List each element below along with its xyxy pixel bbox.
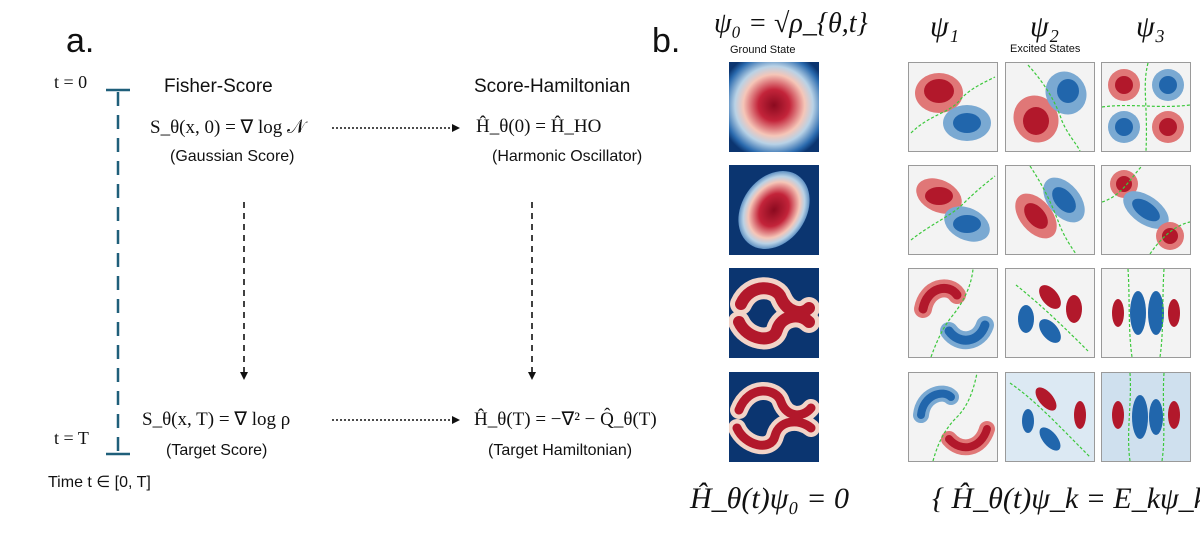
arrow-start-head (452, 124, 460, 132)
arrow-hamiltonian-head (528, 372, 536, 380)
panel-b-letter: b. (652, 22, 681, 60)
ground-state-tile-row1 (729, 62, 819, 152)
gaussian-score-caption: (Gaussian Score) (170, 148, 295, 165)
time-end-label: t = T (54, 428, 89, 448)
ground-state-tile-row2 (729, 165, 819, 255)
arrow-fisher-head (240, 372, 248, 380)
excited-tile-r4-psi2 (1005, 372, 1095, 462)
excited-states-sublabel: Excited States (1010, 43, 1081, 55)
ground-state-tile-row3 (729, 268, 819, 358)
excited-tile-r4-psi1 (908, 372, 998, 462)
excited-states-equation: { Ĥ_θ(t)ψ_k = E_kψ_k } (932, 482, 1200, 515)
excited-tile-r4-psi3 (1101, 372, 1191, 462)
target-score-equation: S_θ(x, T) = ∇ log ρ (142, 409, 291, 430)
target-hamiltonian-equation: Ĥ_θ(T) = −∇² − Q̂_θ(T) (474, 409, 657, 430)
harmonic-oscillator-caption: (Harmonic Oscillator) (492, 148, 643, 165)
score-hamiltonian-heading: Score-Hamiltonian (474, 76, 631, 97)
excited-tile-r2-psi2 (1005, 165, 1095, 255)
fisher-score-heading: Fisher-Score (164, 76, 273, 97)
ground-state-header: ψ₀ = √ρ_{θ,t} (714, 8, 868, 39)
psi1-header: ψ₁ (930, 10, 960, 43)
ground-state-tile-row4 (729, 372, 819, 462)
ground-state-equation: Ĥ_θ(t)ψ₀ = 0 (690, 482, 850, 515)
excited-tile-r3-psi2 (1005, 268, 1095, 358)
arrow-end-head (452, 416, 460, 424)
time-axis-caption: Time t ∈ [0, T] (48, 474, 151, 491)
psi2-header: ψ₂ (1030, 10, 1060, 43)
excited-tile-r1-psi2 (1005, 62, 1095, 152)
excited-tile-r1-psi3 (1101, 62, 1191, 152)
target-score-caption: (Target Score) (166, 442, 268, 459)
time-start-label: t = 0 (54, 72, 88, 92)
excited-tile-r2-psi1 (908, 165, 998, 255)
excited-tile-r3-psi1 (908, 268, 998, 358)
excited-tile-r2-psi3 (1101, 165, 1191, 255)
gaussian-score-equation: S_θ(x, 0) = ∇ log 𝒩 (150, 117, 306, 138)
panel-a-letter: a. (66, 22, 95, 60)
psi3-header: ψ₃ (1136, 10, 1166, 43)
excited-tile-r3-psi3 (1101, 268, 1191, 358)
target-hamiltonian-caption: (Target Hamiltonian) (488, 442, 633, 459)
harmonic-oscillator-equation: Ĥ_θ(0) = Ĥ_HO (476, 116, 602, 137)
timeline-svg (106, 88, 536, 456)
excited-tile-r1-psi1 (908, 62, 998, 152)
ground-state-sublabel: Ground State (730, 44, 796, 56)
